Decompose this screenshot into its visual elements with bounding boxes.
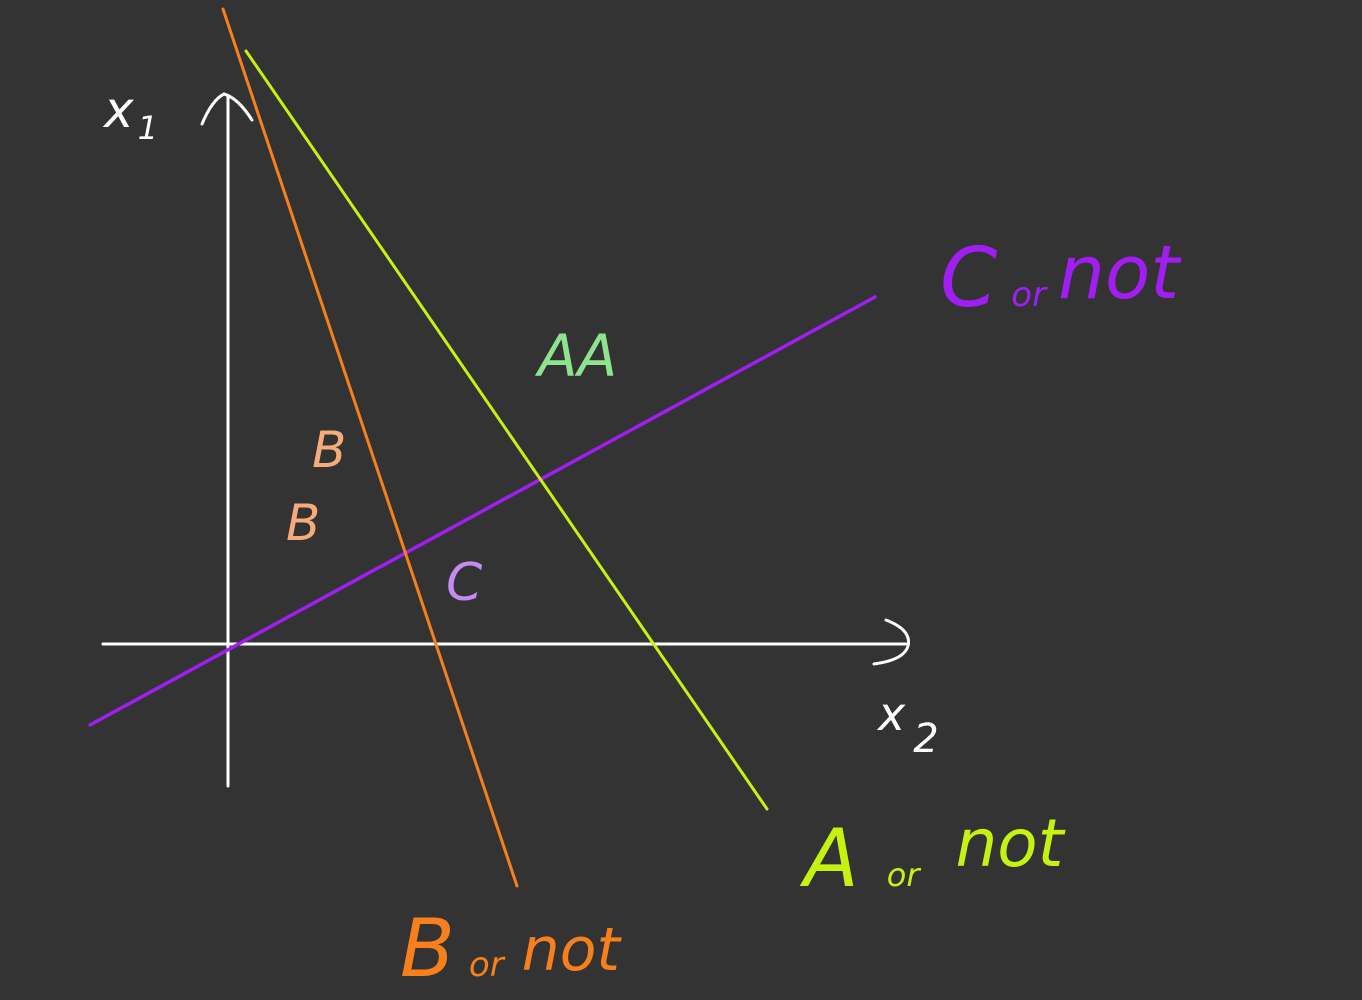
boundary-a-class-label: A xyxy=(799,812,859,905)
x2-axis-arrowhead xyxy=(872,618,911,666)
boundary-a-line xyxy=(244,49,769,811)
point-label-aa: AA xyxy=(534,322,617,390)
point-label-b-lower: B xyxy=(286,494,320,552)
x2-axis-label-main: x xyxy=(876,687,906,741)
boundary-c-not-label: not xyxy=(1058,230,1182,316)
x1-axis-label-main: x xyxy=(102,81,134,139)
x1-axis-arrowhead xyxy=(200,92,254,126)
x2-axis-label-sub: 2 xyxy=(913,716,938,762)
boundary-b-class-label: B xyxy=(400,902,455,995)
boundary-c-class-label: C xyxy=(940,231,997,326)
boundary-a-not-label: not xyxy=(955,805,1065,882)
boundary-c-or-label: or xyxy=(1011,275,1048,315)
x1-axis-label-sub: 1 xyxy=(138,109,158,147)
boundary-b-line xyxy=(221,7,519,888)
boundary-a-or-label: or xyxy=(887,856,922,894)
decision-boundaries xyxy=(88,7,877,888)
sample-points: AA B B C xyxy=(286,322,617,613)
point-label-c: C xyxy=(446,553,483,613)
boundary-c-line xyxy=(88,295,877,727)
point-label-b-upper: B xyxy=(312,421,346,479)
boundary-b-not-label: not xyxy=(522,915,623,985)
boundary-b-or-label: or xyxy=(469,945,506,985)
